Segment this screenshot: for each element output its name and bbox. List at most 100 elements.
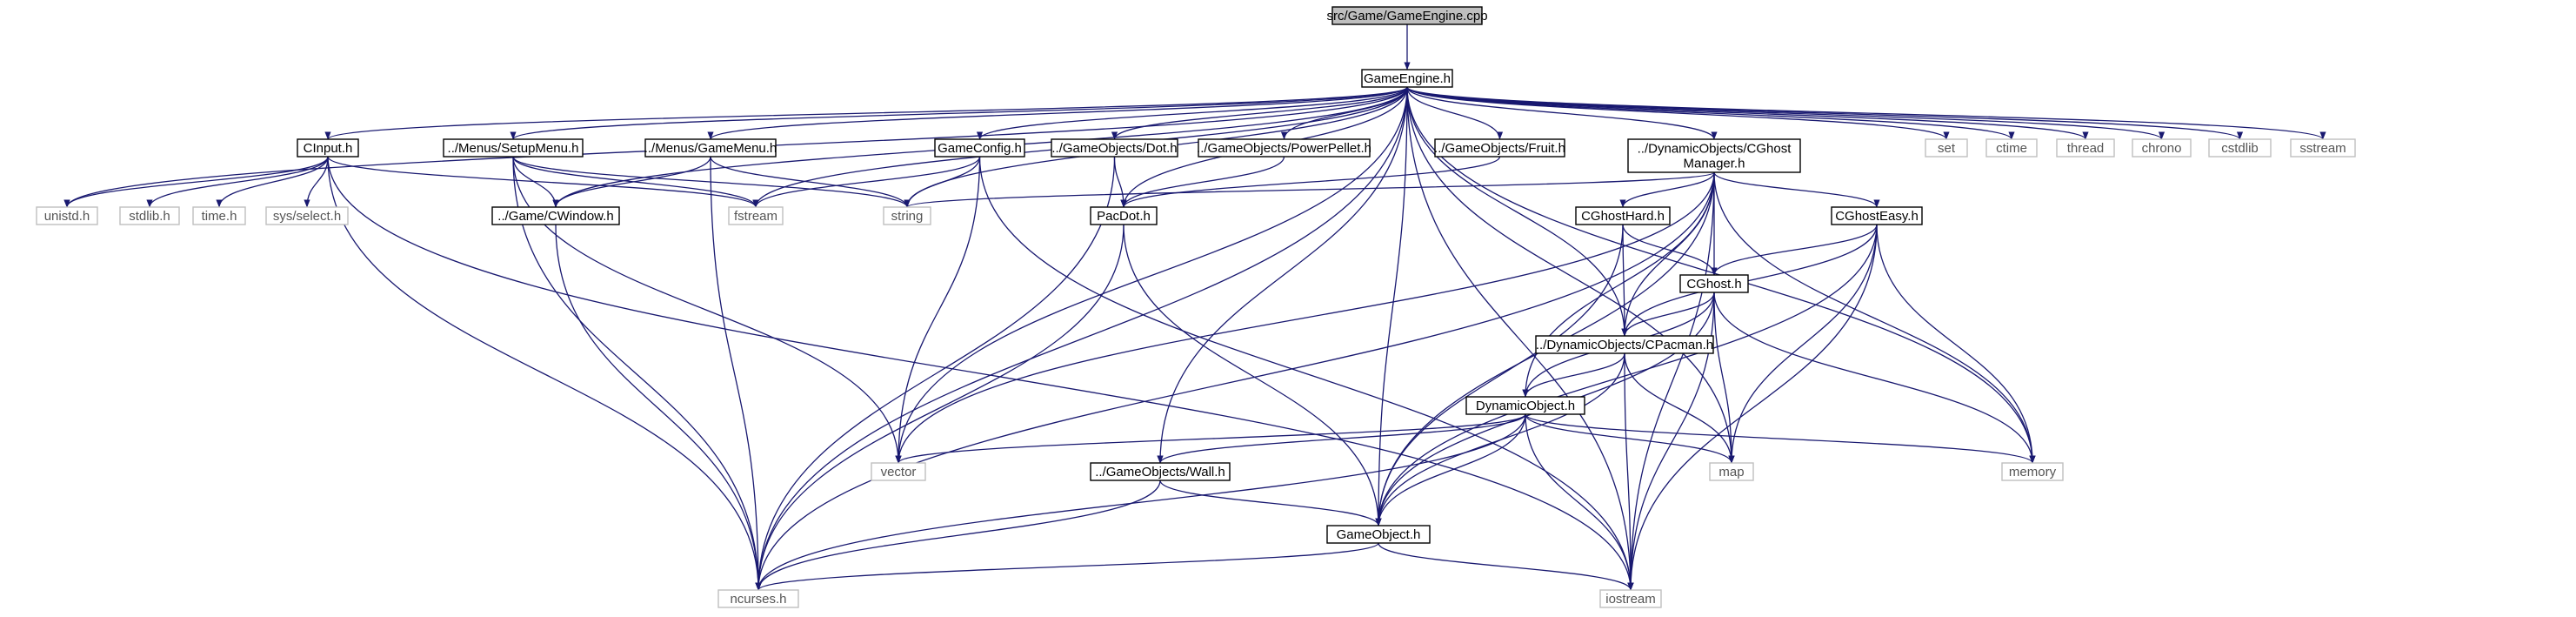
- node-sstream: sstream: [2290, 138, 2356, 158]
- edge-cghosteasy-to-cpacman: [1621, 224, 1878, 337]
- node-label: unistd.h: [44, 209, 90, 224]
- edge-setupmenu-to-string: [512, 156, 911, 208]
- edge: [1406, 86, 2089, 140]
- node-label: ../DynamicObjects/CPacman.h: [1536, 338, 1713, 352]
- edge: [1406, 86, 1735, 464]
- edge: [555, 224, 762, 591]
- edge-cinput-to-fstream: [327, 156, 759, 208]
- node-label: CGhostHard.h: [1581, 209, 1665, 224]
- edge-pacdot-to-ncurses: [755, 224, 1124, 591]
- node-cpacman[interactable]: ../DynamicObjects/CPacman.h: [1535, 335, 1714, 354]
- node-root[interactable]: src/Game/GameEngine.cpp: [1326, 6, 1488, 25]
- edge-ge-to-set: [1406, 86, 1950, 140]
- node-wall[interactable]: ../GameObjects/Wall.h: [1090, 462, 1231, 481]
- node-cghost[interactable]: CGhost.h: [1679, 274, 1749, 293]
- node-box: [1198, 138, 1371, 158]
- node-label: CInput.h: [304, 141, 353, 156]
- node-label: ../Game/CWindow.h: [497, 209, 613, 224]
- node-gameobject[interactable]: GameObject.h: [1326, 525, 1431, 544]
- node-cghosthard[interactable]: CGhostHard.h: [1575, 206, 1671, 225]
- node-unistd: unistd.h: [36, 206, 98, 225]
- edge: [1713, 171, 2036, 464]
- edge: [978, 156, 1634, 591]
- edge-ge-to-cstdlib: [1406, 86, 2243, 140]
- edge-dynobj-to-gameobject: [1375, 413, 1526, 526]
- edge: [1406, 86, 1950, 140]
- edge-ge-to-map: [1406, 86, 1735, 464]
- node-powerpellet[interactable]: ../GameObjects/PowerPellet.h: [1197, 138, 1371, 158]
- edge: [752, 156, 981, 208]
- node-fruit[interactable]: ../GameObjects/Fruit.h: [1434, 138, 1565, 158]
- node-box: [1709, 462, 1754, 481]
- node-sysselect: sys/select.h: [265, 206, 349, 225]
- edge-cghosteasy-to-iostream: [1627, 224, 1878, 591]
- edge-ge-to-gameconfig: [977, 86, 1408, 140]
- edge-cinput-to-unistd: [63, 156, 329, 208]
- node-gameconfig[interactable]: GameConfig.h: [934, 138, 1025, 158]
- edge-ge-to-ncurses: [755, 86, 1408, 591]
- node-cwindow[interactable]: ../Game/CWindow.h: [491, 206, 620, 225]
- edge-ge-to-sstream: [1406, 86, 2326, 140]
- edge: [512, 156, 911, 208]
- node-set: set: [1925, 138, 1968, 158]
- edge-cwindow-to-ncurses: [555, 224, 762, 591]
- edge: [1111, 86, 1408, 140]
- node-label: DynamicObject.h: [1476, 399, 1575, 413]
- edge-ge-to-chrono: [1406, 86, 2165, 140]
- edge: [146, 156, 329, 208]
- edge-cinput-to-ncurses: [327, 156, 762, 591]
- edge: [755, 224, 1124, 591]
- edge: [1624, 352, 1634, 591]
- edge-dynobj-to-wall: [1157, 413, 1526, 464]
- edge: [755, 86, 1408, 591]
- node-pacdot[interactable]: PacDot.h: [1090, 206, 1158, 225]
- edge: [304, 156, 329, 208]
- node-box: [2056, 138, 2115, 158]
- node-label: GameEngine.h: [1364, 71, 1451, 86]
- edge: [707, 86, 1408, 140]
- node-label: sys/select.h: [273, 209, 341, 224]
- edge-cpacman-to-dynobj: [1522, 352, 1625, 398]
- node-box: [1361, 69, 1453, 88]
- node-ncurses: ncurses.h: [717, 589, 799, 608]
- edge: [1406, 86, 1504, 140]
- node-box: [2290, 138, 2356, 158]
- edge-dynobj-to-memory: [1525, 413, 2036, 464]
- edge: [1713, 171, 1880, 208]
- edge-fruit-to-pacdot: [1120, 156, 1501, 208]
- edge: [1378, 542, 1634, 591]
- node-thread: thread: [2056, 138, 2115, 158]
- node-cinput[interactable]: CInput.h: [297, 138, 359, 158]
- node-label: Manager.h: [1684, 157, 1745, 171]
- node-dot[interactable]: ../GameObjects/Dot.h: [1051, 138, 1178, 158]
- edge: [1713, 292, 2036, 464]
- node-label: GameObject.h: [1337, 527, 1421, 542]
- edge: [755, 413, 1526, 591]
- edge-cghostmanager-to-dynobj: [1522, 171, 1715, 398]
- edge: [552, 156, 711, 208]
- edge-cghostmanager-to-cghosteasy: [1713, 171, 1880, 208]
- node-dynobj[interactable]: DynamicObject.h: [1465, 396, 1585, 415]
- node-box: [1434, 138, 1565, 158]
- node-ge[interactable]: GameEngine.h: [1361, 69, 1453, 88]
- node-setupmenu[interactable]: ../Menus/SetupMenu.h: [443, 138, 584, 158]
- edge: [1621, 224, 1878, 337]
- edge-ge-to-gameobject: [1375, 86, 1408, 526]
- node-label: fstream: [734, 209, 777, 224]
- nodes-layer: src/Game/GameEngine.cppGameEngine.hCInpu…: [36, 6, 2356, 608]
- edges-layer: [63, 24, 2326, 591]
- edge-ge-to-ctime: [1406, 86, 2015, 140]
- node-iostream: iostream: [1599, 589, 1662, 608]
- edge-dynobj-to-ncurses: [755, 413, 1526, 591]
- node-box: [443, 138, 584, 158]
- edge-wall-to-gameobject: [1159, 480, 1382, 526]
- edge-dynobj-to-vector: [895, 413, 1526, 464]
- node-gamemenu[interactable]: ../Menus/GameMenu.h: [644, 138, 777, 158]
- node-cghosteasy[interactable]: CGhostEasy.h: [1831, 206, 1923, 225]
- node-label: iostream: [1605, 592, 1656, 607]
- edge-cghostmanager-to-vector: [895, 171, 1715, 464]
- edge-cghost-to-map: [1713, 292, 1735, 464]
- edge: [1627, 224, 1878, 591]
- node-box: [2132, 138, 2192, 158]
